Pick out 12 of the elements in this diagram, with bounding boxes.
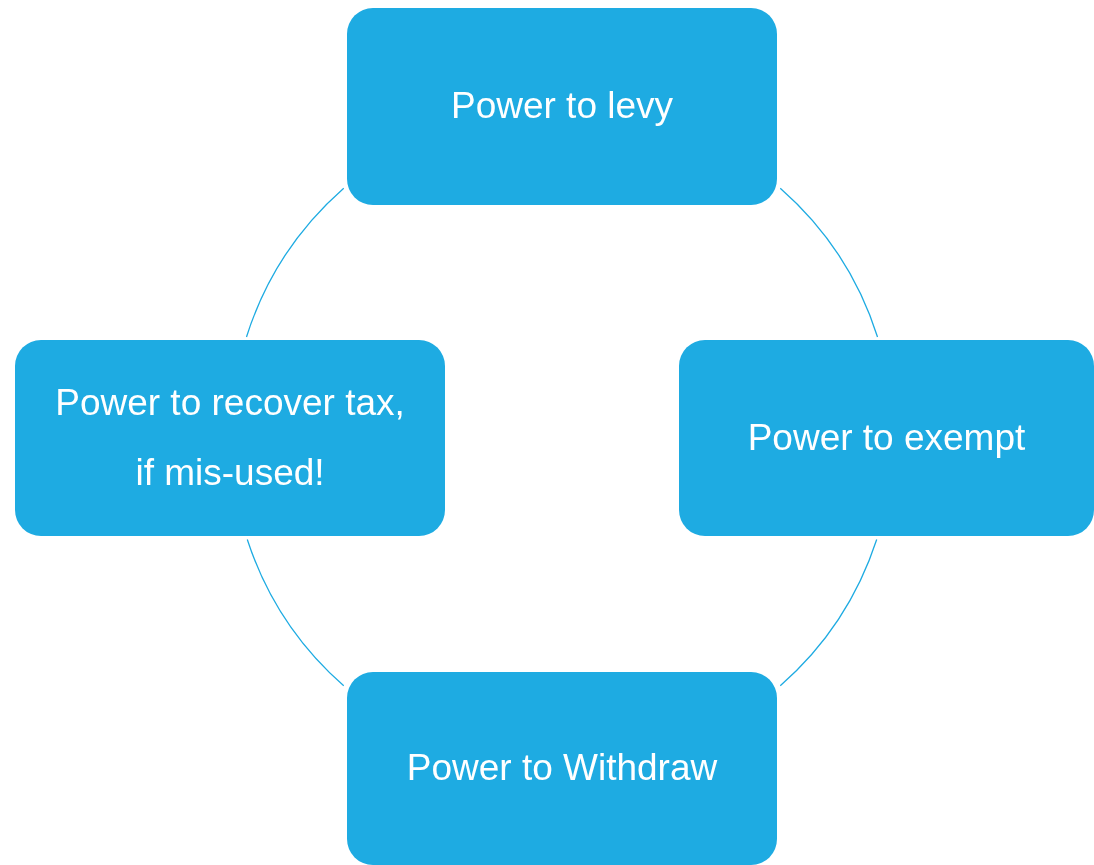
process-box [679,340,1094,536]
connector-arc [779,187,879,338]
box-label: Power to Withdraw [405,746,719,791]
connector-arc [246,538,345,687]
process-box [347,672,777,865]
box-label: Power to levy [449,84,675,129]
process-box [15,340,445,536]
process-box [347,8,777,205]
connector-arc [245,187,345,338]
connector-arc [779,538,878,687]
box-label: Power to exempt [746,415,1027,460]
box-label: Power to recover tax, if mis-used! [54,380,406,495]
